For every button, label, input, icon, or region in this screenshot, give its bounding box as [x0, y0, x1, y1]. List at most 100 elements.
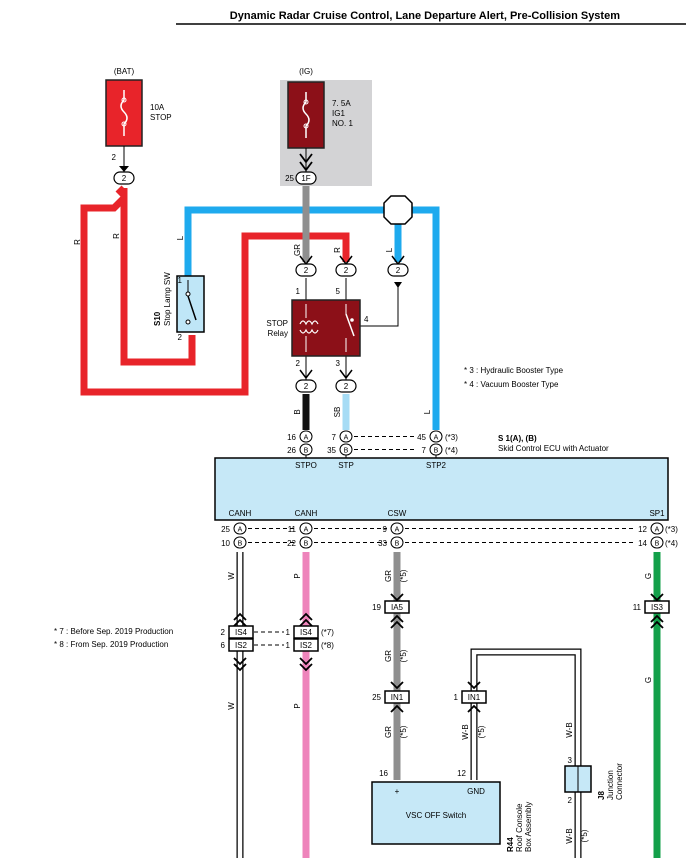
pin-mark: A: [655, 527, 660, 534]
ecu-terminal-canh: CANH: [295, 509, 318, 518]
pin-number: 2: [568, 796, 573, 805]
skid-control-ecu: [214, 457, 669, 521]
ecu-top-pins: 16 A 26 B 7 A 35 B 45 A 7 B (*3) (*4): [287, 430, 458, 458]
ecu-terminal-csw: CSW: [388, 509, 407, 518]
connector-in1: [461, 690, 487, 704]
chevron-down-icon: [233, 657, 247, 672]
connector-2: [387, 263, 409, 277]
connector-label: IS2: [235, 641, 248, 650]
chevron-up-icon: [233, 612, 247, 627]
connector-ia5: [384, 600, 410, 614]
connector-2: [335, 263, 357, 277]
chevron-down-icon: [390, 681, 404, 690]
star-note: (*5): [399, 725, 408, 738]
wire-label-g: G: [644, 573, 653, 579]
pin-number: 19: [372, 603, 381, 612]
switch-blade: [187, 295, 197, 321]
star-note: (*4): [445, 446, 458, 455]
j8-name: Junction: [606, 770, 615, 800]
pin-number: 45: [417, 433, 426, 442]
fuse-dot-icon: [121, 121, 127, 127]
chevron-up-icon: [299, 612, 313, 627]
wire-label-gr: GR: [384, 570, 393, 582]
wire-label-r: R: [73, 239, 82, 245]
connector-label: IN1: [391, 693, 404, 702]
pin-a: [390, 522, 404, 535]
j8-name: Connector: [615, 763, 624, 800]
fuse-pin: 25: [285, 174, 294, 183]
pin-number: 7: [422, 446, 427, 455]
star-note: (*7): [321, 628, 334, 637]
ecu-terminal-stp: STP: [338, 461, 354, 470]
pin-number: 16: [379, 769, 388, 778]
bat-label: (BAT): [114, 67, 135, 76]
page-title: Dynamic Radar Cruise Control, Lane Depar…: [230, 10, 620, 22]
wire-label-wb: W-B: [565, 722, 574, 737]
relay-name: STOP: [266, 319, 288, 328]
connector-label: 2: [304, 382, 309, 391]
fuse-dot-icon: [121, 97, 127, 103]
pin-a: [299, 522, 313, 535]
pin-number: 1: [286, 628, 291, 637]
fuse-dot-icon: [303, 123, 309, 129]
relay-pin: 3: [336, 359, 341, 368]
relay-name: Relay: [268, 329, 288, 338]
pin-mark: A: [238, 527, 243, 534]
pin-number: 25: [221, 525, 230, 534]
relay-pin: 2: [296, 359, 301, 368]
switch-contact: [185, 319, 191, 325]
connector-label: IA5: [391, 603, 404, 612]
chevron-down-icon: [390, 593, 404, 602]
wire-relay-thin: [305, 278, 399, 380]
inline-connectors-is: 2 IS4 6 IS2 1 IS4 1 IS2 (*7) (*8): [221, 612, 334, 672]
pin-number: 33: [378, 539, 387, 548]
pin-mark: A: [304, 527, 309, 534]
chevron-up-icon: [390, 614, 404, 629]
star-note: (*5): [399, 649, 408, 662]
ig-label: (IG): [299, 67, 313, 76]
fuse-number: NO. 1: [332, 119, 353, 128]
wire-label-r: R: [333, 247, 342, 253]
pin-mark: A: [395, 527, 400, 534]
wires: [80, 185, 661, 858]
pin-b: [650, 536, 664, 549]
chevron-down-icon: [339, 369, 353, 380]
r44-name: Roof Console: [515, 803, 524, 852]
fuse-dot-icon: [303, 99, 309, 105]
wire-label-r: R: [112, 233, 121, 239]
arrow-down-icon: [394, 282, 402, 288]
star-note: (*3): [665, 525, 678, 534]
note-hydraulic: * 3 : Hydraulic Booster Type: [464, 366, 564, 375]
connector-is4: [228, 625, 254, 639]
wire-label-gr: GR: [293, 244, 302, 256]
connector-label: IN1: [468, 693, 481, 702]
pin-mark: B: [655, 541, 660, 548]
vsc-off-switch: [371, 781, 501, 845]
switch-name: Stop Lamp SW: [163, 272, 172, 326]
pin-a: [429, 430, 443, 443]
fuse-name: STOP: [150, 113, 172, 122]
pin-number: 12: [638, 525, 647, 534]
relay-pin: 5: [336, 287, 341, 296]
connector-is2: [293, 638, 319, 652]
ecu-terminal-stpo: STPO: [295, 461, 317, 470]
chevron-down-icon: [299, 153, 313, 172]
connector-is2: [228, 638, 254, 652]
pin-mark: A: [344, 435, 349, 442]
switch-id: S10: [153, 311, 162, 326]
star-note: (*5): [477, 725, 486, 738]
chevron-up-icon: [467, 704, 481, 713]
connector-label: IS4: [235, 628, 248, 637]
connector-label: IS4: [300, 628, 313, 637]
star-note: (*5): [399, 569, 408, 582]
relay-pin: 1: [296, 287, 301, 296]
wire-label-gr: GR: [384, 726, 393, 738]
pin-number: 2: [221, 628, 226, 637]
pin-number: 16: [287, 433, 296, 442]
relay-contact: [345, 313, 355, 337]
wire-label-wb: W-B: [461, 724, 470, 739]
connector-label: 2: [344, 382, 349, 391]
wire-label-l: L: [385, 247, 394, 252]
chevron-down-icon: [299, 369, 313, 380]
fuse-pin: 2: [112, 153, 117, 162]
